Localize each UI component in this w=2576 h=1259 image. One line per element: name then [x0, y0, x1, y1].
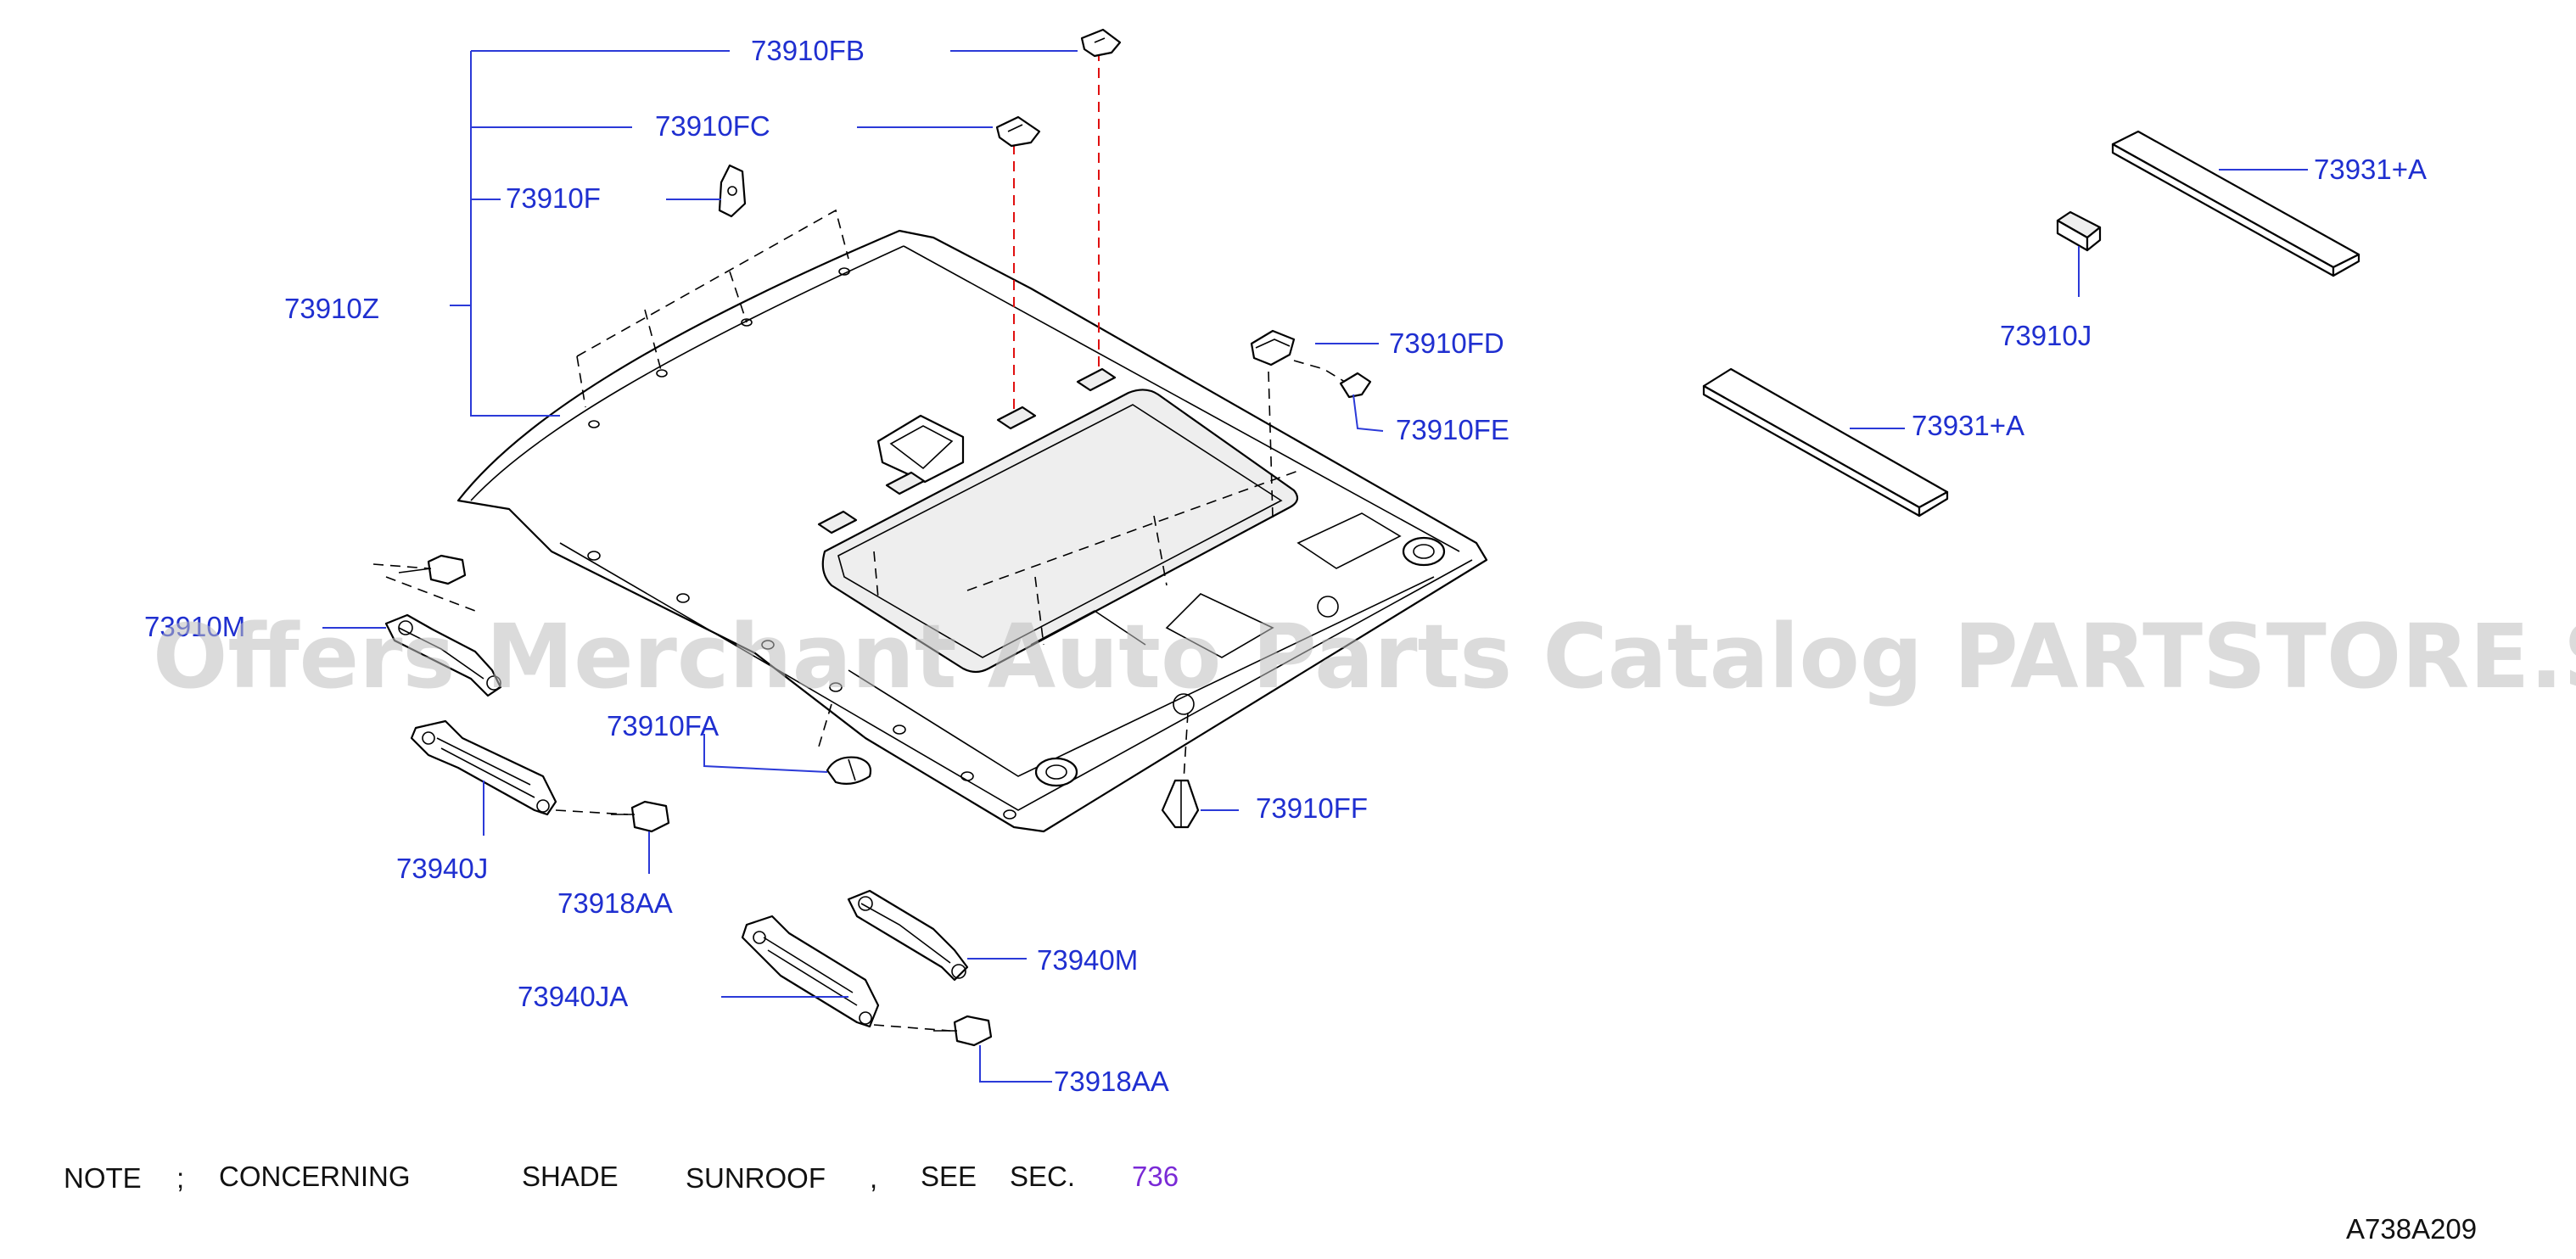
- label-73910m[interactable]: 73910M: [144, 611, 245, 642]
- watermark: Offers Merchant Auto Parts Catalog PARTS…: [153, 605, 2576, 708]
- label-73918aa-2[interactable]: 73918AA: [1054, 1066, 1169, 1097]
- strip-73931a-top-icon[interactable]: [2111, 130, 2360, 277]
- headlining-panel: [456, 209, 1488, 833]
- label-73910fe[interactable]: 73910FE: [1396, 414, 1509, 445]
- label-73940m[interactable]: 73940M: [1037, 944, 1138, 976]
- strip-73931a-mid-icon[interactable]: [1702, 367, 1949, 518]
- label-73940ja[interactable]: 73940JA: [518, 981, 628, 1012]
- clip-73910f-icon[interactable]: [718, 164, 747, 218]
- label-73910fb[interactable]: 73910FB: [751, 35, 865, 66]
- screw-73918aa-2-icon[interactable]: [933, 1015, 993, 1047]
- clip-73910fc-icon[interactable]: [995, 115, 1041, 148]
- svg-text:,: ,: [870, 1162, 877, 1194]
- hook-73910m-icon[interactable]: [384, 613, 502, 697]
- label-73910z[interactable]: 73910Z: [284, 293, 379, 324]
- clip-73910fa-icon[interactable]: [826, 756, 872, 785]
- grip-73940ja-icon[interactable]: [741, 915, 880, 1028]
- svg-text:SHADE: SHADE: [522, 1161, 619, 1192]
- clip-73910ff-icon[interactable]: [1161, 779, 1200, 829]
- svg-text:SEC.: SEC.: [1010, 1161, 1075, 1192]
- label-73910fc[interactable]: 73910FC: [655, 110, 770, 142]
- label-73931a-mid[interactable]: 73931+A: [1912, 410, 2024, 441]
- clip-73910fd-icon[interactable]: [1250, 329, 1296, 367]
- svg-text:NOTE: NOTE: [64, 1162, 142, 1194]
- label-73910f[interactable]: 73910F: [506, 182, 601, 214]
- label-73910j[interactable]: 73910J: [2000, 320, 2092, 351]
- pad-73910j-icon[interactable]: [2056, 210, 2102, 252]
- label-73931a-top[interactable]: 73931+A: [2314, 154, 2427, 185]
- label-73910fa[interactable]: 73910FA: [607, 710, 719, 741]
- label-73910fd[interactable]: 73910FD: [1389, 327, 1504, 359]
- note-line: NOTE ; CONCERNING SHADE SUNROOF , SEE SE…: [64, 1161, 1179, 1194]
- section-736-link[interactable]: 736: [1132, 1161, 1179, 1192]
- screw-73918aa-1-icon[interactable]: [611, 800, 670, 833]
- hook-73940m-icon[interactable]: [847, 889, 969, 982]
- clip-73910fe-icon[interactable]: [1339, 372, 1372, 399]
- clip-73910fb-icon[interactable]: [1080, 28, 1122, 58]
- svg-text:SUNROOF: SUNROOF: [686, 1162, 826, 1194]
- svg-text:;: ;: [176, 1162, 184, 1194]
- svg-text:CONCERNING: CONCERNING: [219, 1161, 411, 1192]
- label-73940j[interactable]: 73940J: [396, 853, 488, 884]
- label-73910ff[interactable]: 73910FF: [1256, 792, 1368, 824]
- screw-upper-left-icon[interactable]: [398, 554, 467, 585]
- grip-73940j-icon[interactable]: [410, 719, 557, 816]
- leader-lines: [322, 50, 2308, 1083]
- label-73918aa-1[interactable]: 73918AA: [557, 887, 673, 919]
- svg-text:SEE: SEE: [921, 1161, 977, 1192]
- diagram-code: A738A209: [2346, 1213, 2477, 1245]
